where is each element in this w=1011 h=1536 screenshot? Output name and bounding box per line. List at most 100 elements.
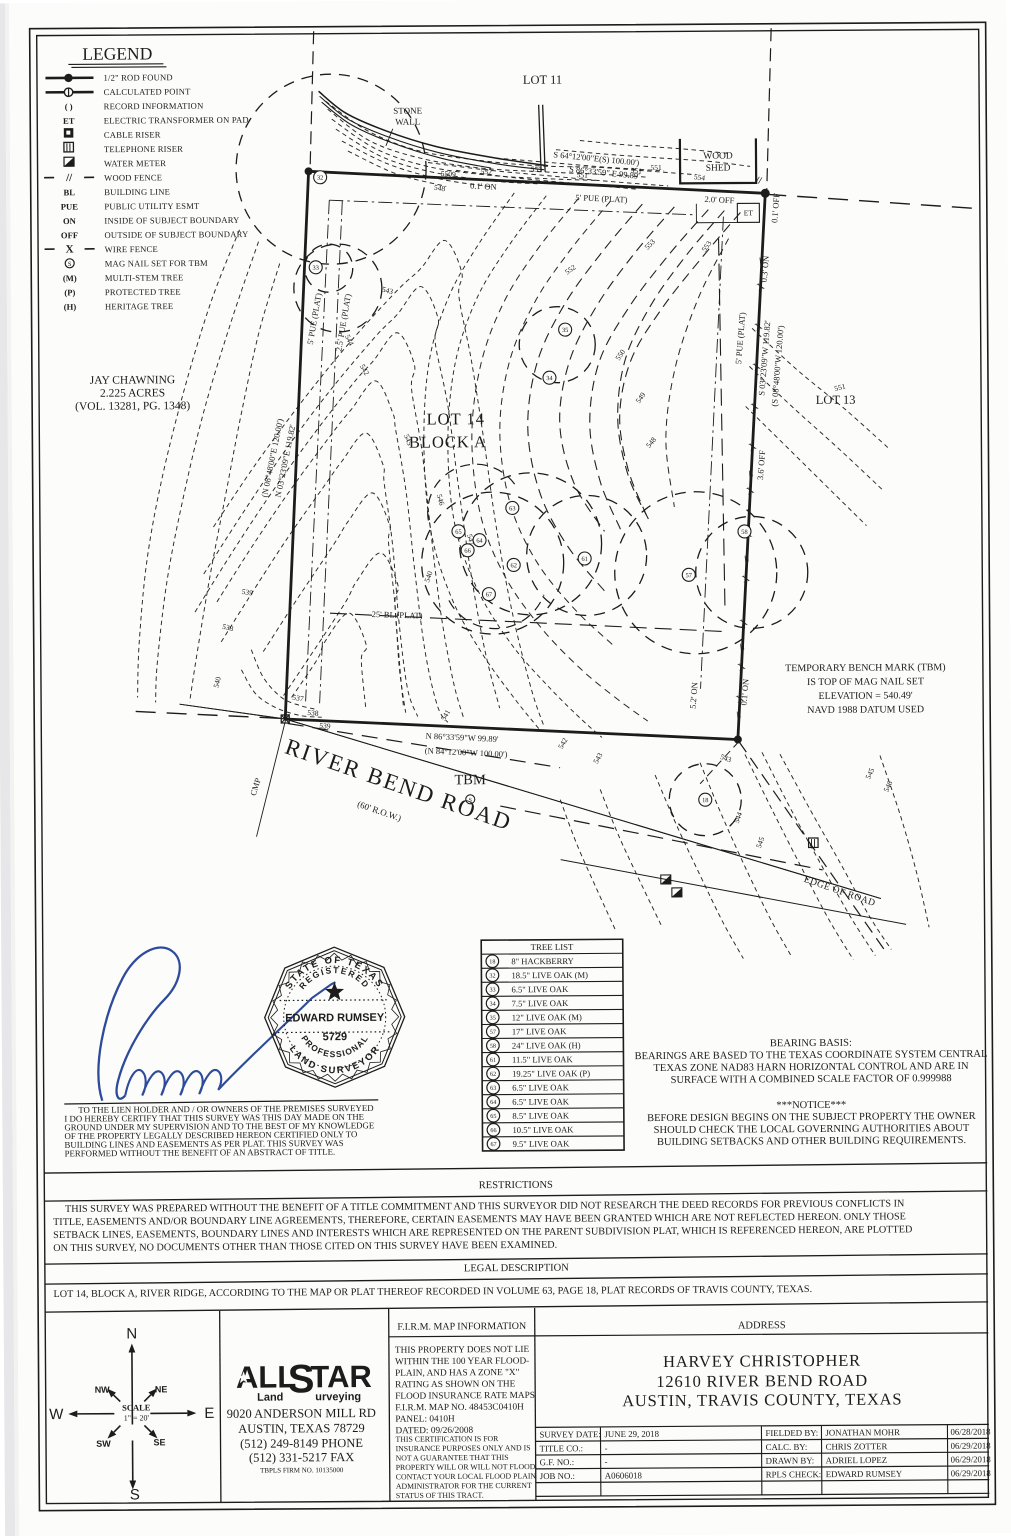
- svg-text:(512) 249-8149 PHONE: (512) 249-8149 PHONE: [240, 1436, 363, 1451]
- svg-text:INSIDE OF SUBJECT BOUNDARY: INSIDE OF SUBJECT BOUNDARY: [104, 215, 239, 226]
- svg-text:544: 544: [732, 811, 744, 825]
- svg-text:6.5" LIVE OAK: 6.5" LIVE OAK: [512, 1096, 570, 1106]
- svg-text:3.6' OFF: 3.6' OFF: [755, 450, 767, 481]
- svg-text:06/29/2018: 06/29/2018: [951, 1441, 992, 1451]
- svg-text:BEARINGS ARE BASED TO THE TEXA: BEARINGS ARE BASED TO THE TEXAS COORDINA…: [635, 1049, 988, 1062]
- svg-text:539: 539: [319, 721, 331, 731]
- svg-text:TO THE LIEN HOLDER AND / OR OW: TO THE LIEN HOLDER AND / OR OWNERS OF TH…: [78, 1103, 373, 1115]
- svg-text:7.5" LIVE OAK: 7.5" LIVE OAK: [512, 998, 570, 1008]
- svg-text:65: 65: [490, 1113, 496, 1120]
- svg-text:BEARING BASIS:: BEARING BASIS:: [770, 1038, 852, 1050]
- svg-text:IS TOP OF MAG NAIL SET: IS TOP OF MAG NAIL SET: [807, 676, 924, 688]
- svg-text:RPLS CHECK:: RPLS CHECK:: [766, 1469, 822, 1479]
- svg-text:545: 545: [402, 433, 414, 447]
- svg-text:Land: Land: [257, 1392, 283, 1404]
- svg-text:LOT 14, BLOCK A, RIVER RIDGE,: LOT 14, BLOCK A, RIVER RIDGE, ACCORDING …: [53, 1284, 812, 1300]
- svg-text:S: S: [130, 1486, 140, 1503]
- svg-text:PROPERTY WILL OR WILL NOT FLOO: PROPERTY WILL OR WILL NOT FLOOD.: [396, 1462, 538, 1472]
- svg-text:TBPLS FIRM NO. 10135000: TBPLS FIRM NO. 10135000: [260, 1466, 344, 1475]
- svg-text:8.5" LIVE OAK: 8.5" LIVE OAK: [512, 1110, 570, 1120]
- svg-text:FLOOD INSURANCE RATE MAPS: FLOOD INSURANCE RATE MAPS: [395, 1391, 535, 1402]
- svg-text:STATUS OF THIS TRACT.: STATUS OF THIS TRACT.: [396, 1491, 484, 1501]
- svg-text:ON: ON: [63, 216, 77, 226]
- svg-text:ET: ET: [744, 208, 754, 217]
- svg-text:OFF: OFF: [61, 230, 78, 240]
- svg-text:546: 546: [435, 493, 447, 506]
- svg-text:554: 554: [693, 172, 706, 182]
- svg-text:EDWARD RUMSEY: EDWARD RUMSEY: [285, 1012, 385, 1025]
- svg-text:TITLE CO.:: TITLE CO.:: [540, 1443, 584, 1453]
- svg-text:SW: SW: [96, 1439, 111, 1449]
- svg-text:538: 538: [307, 708, 319, 718]
- svg-text:24" LIVE OAK (H): 24" LIVE OAK (H): [512, 1040, 581, 1050]
- svg-text:TBM: TBM: [454, 772, 486, 788]
- svg-text:34: 34: [546, 375, 553, 382]
- svg-text:35: 35: [490, 1015, 496, 1022]
- svg-text:X: X: [739, 616, 750, 629]
- svg-text:AUSTIN, TEXAS 78729: AUSTIN, TEXAS 78729: [238, 1421, 365, 1436]
- svg-text://: //: [737, 641, 748, 654]
- svg-text:DATED: 09/26/2008: DATED: 09/26/2008: [395, 1426, 473, 1437]
- svg-text:THIS PROPERTY DOES NOT LIE: THIS PROPERTY DOES NOT LIE: [395, 1345, 530, 1356]
- svg-text:CALCULATED POINT: CALCULATED POINT: [104, 86, 192, 97]
- svg-text:547: 547: [465, 533, 477, 546]
- svg-text:ON THIS SURVEY, NO DOCUMENTS O: ON THIS SURVEY, NO DOCUMENTS OTHER THAN …: [53, 1240, 557, 1254]
- svg-text:66: 66: [490, 1127, 496, 1134]
- svg-text:CHRIS ZOTTER: CHRIS ZOTTER: [826, 1441, 888, 1451]
- svg-text:BUILDING LINE: BUILDING LINE: [104, 187, 170, 197]
- svg-text:BUILDING LINES AND EASEMENTS A: BUILDING LINES AND EASEMENTS AS PER PLAT…: [65, 1138, 344, 1150]
- svg-text:2.0' OFF: 2.0' OFF: [704, 194, 735, 205]
- svg-text:ADMINISTRATOR FOR THE CURRENT: ADMINISTRATOR FOR THE CURRENT: [396, 1481, 532, 1491]
- svg-text:32: 32: [489, 973, 495, 980]
- svg-text:X: X: [66, 243, 74, 255]
- svg-text:PLAIN, AND HAS A ZONE "X": PLAIN, AND HAS A ZONE "X": [395, 1368, 520, 1379]
- svg-text:06/29/2018: 06/29/2018: [951, 1468, 992, 1478]
- svg-text://: //: [741, 553, 752, 566]
- svg-text:18: 18: [489, 959, 495, 966]
- svg-text:LOT 13: LOT 13: [816, 393, 856, 407]
- svg-text:0.1' ON: 0.1' ON: [470, 181, 497, 192]
- svg-text:67: 67: [490, 1141, 496, 1148]
- svg-text:TELEPHONE RISER: TELEPHONE RISER: [104, 144, 183, 155]
- svg-text:34: 34: [490, 1001, 496, 1008]
- svg-text:N: N: [126, 1325, 137, 1342]
- svg-text:546: 546: [881, 779, 894, 793]
- svg-text:35: 35: [562, 327, 568, 334]
- svg-text:X: X: [755, 280, 766, 293]
- svg-text:X: X: [751, 360, 762, 373]
- svg-text:X: X: [736, 660, 747, 673]
- svg-text:LEGAL DESCRIPTION: LEGAL DESCRIPTION: [464, 1263, 569, 1275]
- svg-text:5' PUE (PLAT): 5' PUE (PLAT): [733, 312, 747, 365]
- svg-text:6.5" LIVE OAK: 6.5" LIVE OAK: [511, 984, 569, 994]
- svg-text:1/2" ROD FOUND: 1/2" ROD FOUND: [103, 72, 172, 82]
- svg-text:5.2' ON: 5.2' ON: [688, 682, 700, 709]
- svg-text:X: X: [747, 440, 758, 453]
- svg-text:17" LIVE OAK: 17" LIVE OAK: [512, 1026, 567, 1036]
- svg-text:JUNE 29, 2018: JUNE 29, 2018: [604, 1429, 659, 1439]
- svg-text:PERFORMED WITHOUT THE BENEFIT: PERFORMED WITHOUT THE BENEFIT OF AN ABST…: [65, 1147, 336, 1159]
- svg-text:553: 553: [530, 164, 542, 174]
- svg-text:LOT 14: LOT 14: [426, 409, 485, 428]
- svg-text:10.5" LIVE OAK: 10.5" LIVE OAK: [512, 1124, 574, 1134]
- svg-text:CABLE RISER: CABLE RISER: [104, 130, 161, 140]
- svg-text:548: 548: [433, 183, 446, 194]
- svg-text:INSURANCE PURPOSES ONLY AND IS: INSURANCE PURPOSES ONLY AND IS: [396, 1443, 531, 1453]
- svg-text:539: 539: [241, 587, 254, 598]
- svg-text:PROTECTED TREE: PROTECTED TREE: [105, 287, 181, 298]
- svg-text:***NOTICE***: ***NOTICE***: [776, 1100, 846, 1111]
- svg-text:544: 544: [343, 333, 356, 347]
- svg-text:A0606018: A0606018: [605, 1470, 643, 1480]
- svg-text:AUSTIN, TRAVIS COUNTY, TEXAS: AUSTIN, TRAVIS COUNTY, TEXAS: [622, 1389, 902, 1410]
- svg-text:543: 543: [381, 285, 394, 297]
- svg-text:540: 540: [422, 570, 434, 584]
- svg-text:THIS CERTIFICATION IS FOR: THIS CERTIFICATION IS FOR: [395, 1434, 499, 1444]
- svg-text:545: 545: [754, 835, 766, 849]
- svg-text:(P): (P): [64, 287, 75, 297]
- svg-text:FIELDED BY:: FIELDED BY:: [765, 1428, 818, 1438]
- svg-text:33: 33: [313, 265, 319, 272]
- svg-text:W: W: [49, 1406, 64, 1423]
- svg-text:9.5" LIVE OAK: 9.5" LIVE OAK: [513, 1139, 571, 1149]
- svg-text:25' BL (PLAT): 25' BL (PLAT): [372, 609, 423, 620]
- svg-text:(H): (H): [64, 302, 77, 312]
- svg-text:551: 551: [576, 170, 588, 180]
